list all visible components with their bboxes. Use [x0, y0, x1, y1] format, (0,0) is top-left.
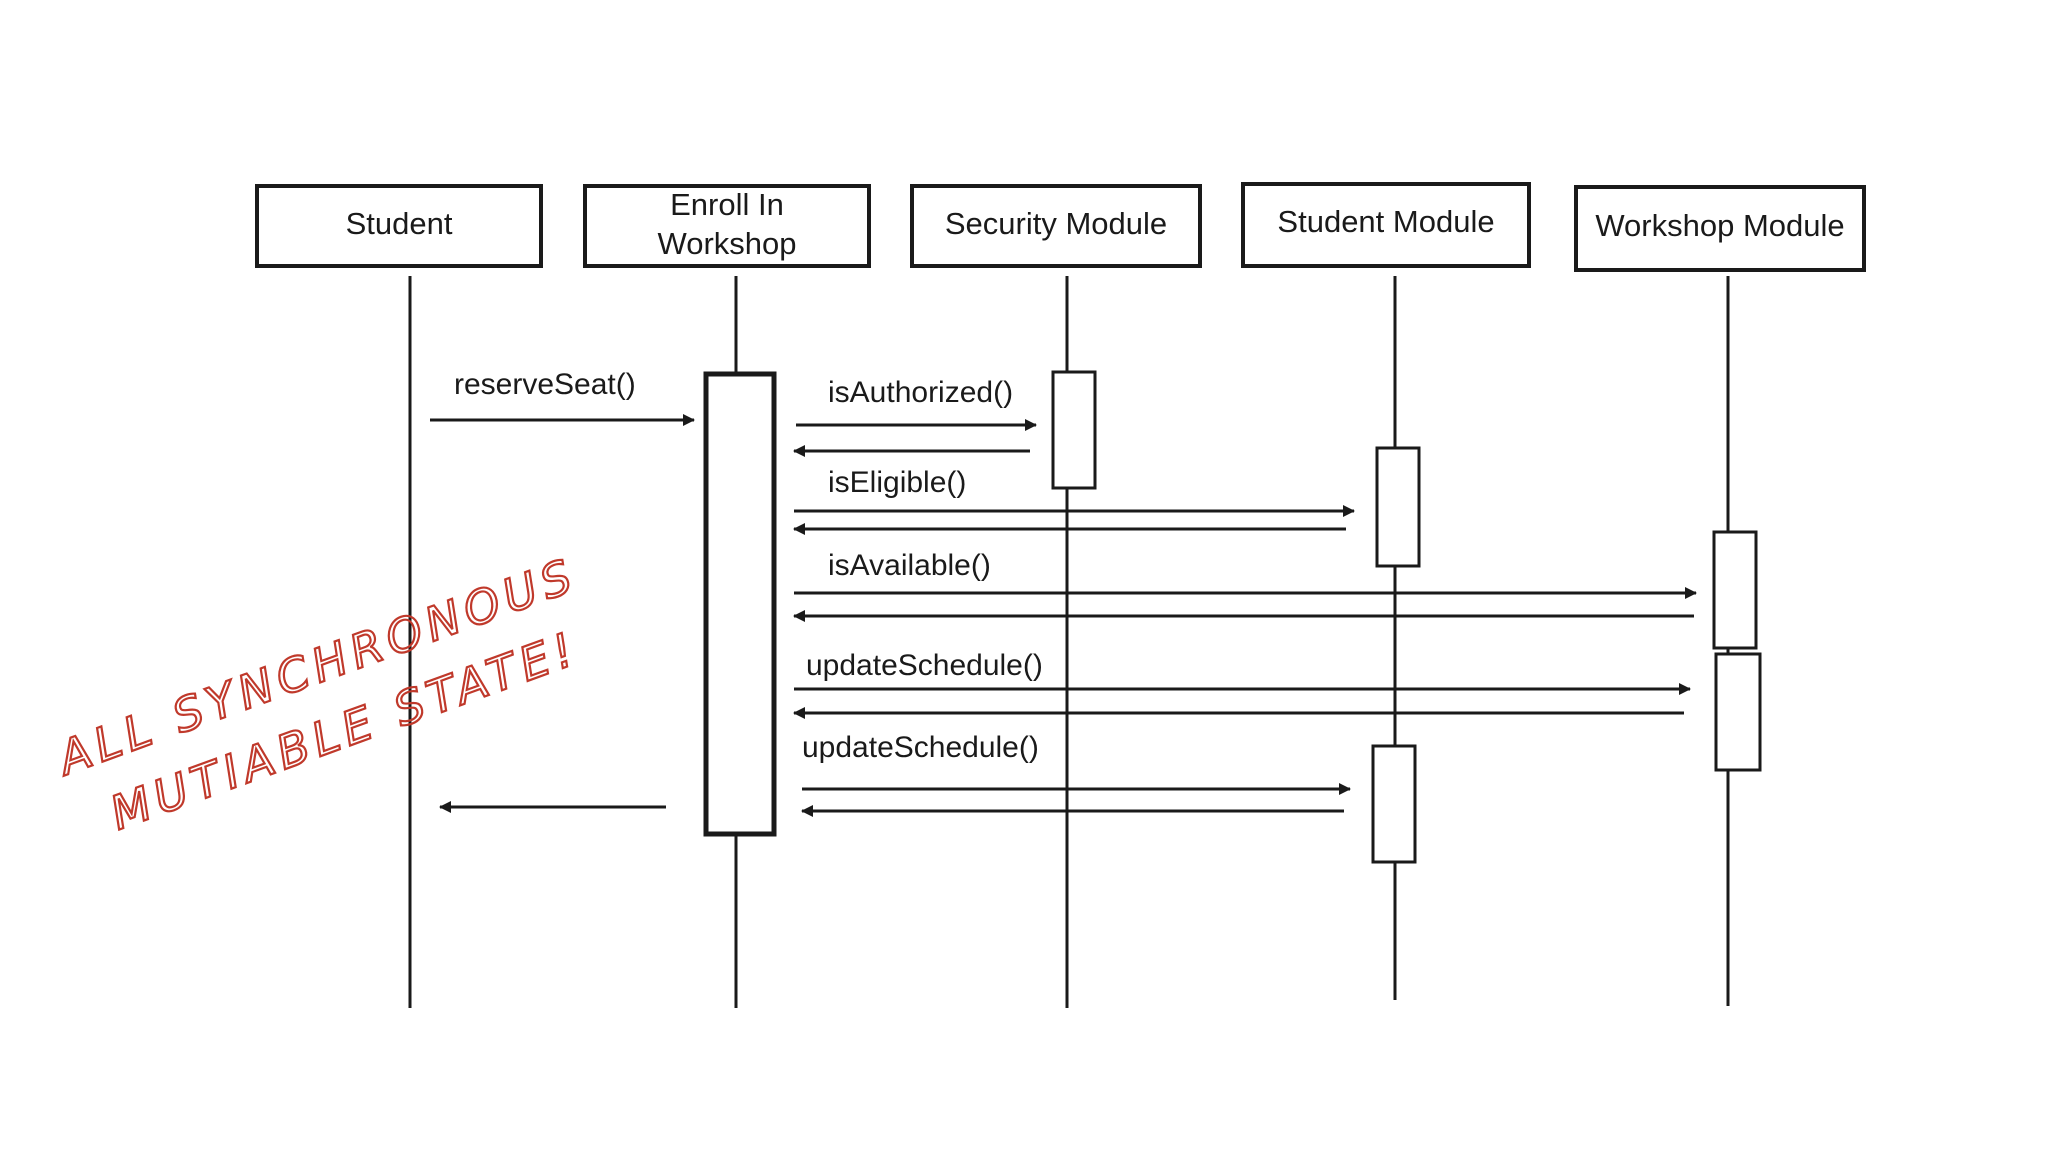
message-label-updateschedule-student: updateSchedule()	[802, 731, 1039, 764]
participant-student-module: Student Module	[1241, 182, 1531, 268]
message-label-iseligible: isEligible()	[828, 466, 966, 499]
participant-label-line1: Enroll In	[670, 187, 784, 222]
participant-box	[1574, 185, 1866, 272]
activation-security-module	[1051, 370, 1097, 490]
message-label-isavailable: isAvailable()	[828, 549, 991, 582]
participant-label: Student Module	[1277, 204, 1494, 239]
activation-workshop-module-2	[1714, 652, 1762, 772]
participant-label: Student	[346, 206, 453, 241]
participant-box	[583, 184, 871, 268]
participant-label-line2: Workshop	[658, 226, 797, 261]
activation-enroll-in-workshop	[703, 371, 777, 837]
participant-label: Security Module	[945, 206, 1167, 241]
activation-workshop-module-1	[1712, 530, 1758, 650]
participant-security-module: Security Module	[910, 184, 1202, 268]
participant-label: Workshop Module	[1595, 208, 1844, 243]
participant-workshop-module: Workshop Module	[1574, 185, 1866, 272]
message-label-updateschedule-workshop: updateSchedule()	[806, 649, 1043, 682]
participant-box	[1241, 182, 1531, 268]
message-label-reserveseat: reserveSeat()	[454, 368, 636, 401]
participant-student: Student	[255, 184, 543, 268]
activation-student-module-2	[1371, 744, 1417, 864]
participant-enroll-in-workshop: Enroll In Workshop	[583, 184, 871, 268]
participant-box	[255, 184, 543, 268]
activation-student-module-1	[1375, 446, 1421, 568]
participant-box	[910, 184, 1202, 268]
message-label-isauthorized: isAuthorized()	[828, 376, 1013, 409]
